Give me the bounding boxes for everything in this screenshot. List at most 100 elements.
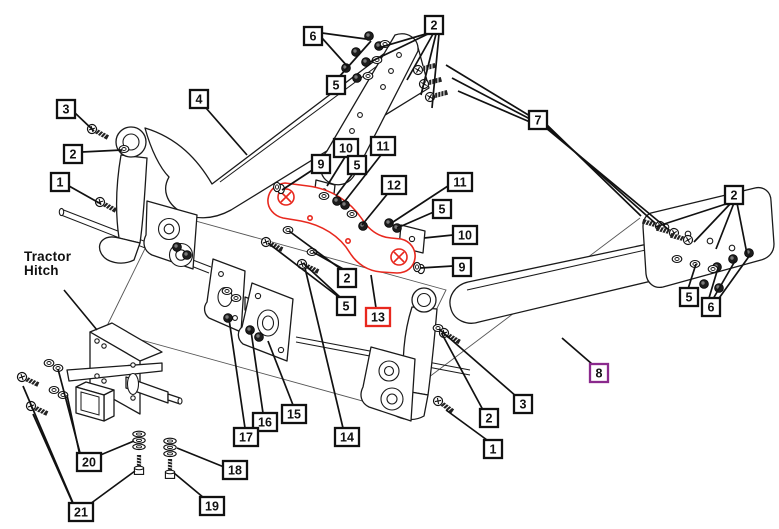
- part-label-number: 2: [486, 412, 493, 426]
- leader-line: [66, 394, 81, 457]
- leader-line: [97, 440, 135, 457]
- part-label-number: 19: [205, 500, 219, 514]
- leader-line: [302, 262, 342, 299]
- part-label-2-18: 2: [336, 267, 358, 289]
- nut-fastener: [254, 332, 264, 342]
- leader-line: [377, 32, 430, 49]
- washer-stack: [163, 437, 177, 458]
- part-label-18-32: 18: [221, 459, 249, 481]
- leader-line: [361, 191, 390, 226]
- plate-hole: [357, 112, 363, 118]
- leader-line: [431, 33, 440, 109]
- part-label-5-11: 5: [346, 154, 368, 176]
- leader-line: [457, 90, 531, 123]
- rod-end-cap: [58, 207, 65, 217]
- part-label-10-16: 10: [451, 224, 479, 246]
- plate-hole: [130, 362, 136, 368]
- leader-line: [304, 267, 344, 429]
- leader-line: [321, 37, 349, 68]
- pivot-bore: [416, 292, 432, 308]
- leader-line: [687, 263, 697, 290]
- bushing-fastener: [273, 181, 285, 195]
- vertical-bolt-fastener: [133, 455, 145, 475]
- leader-line: [445, 409, 488, 441]
- boss-cross-right: [393, 251, 405, 263]
- leader-line: [693, 202, 732, 243]
- bolt-fastener: [438, 327, 461, 345]
- part-label-number: 2: [731, 189, 738, 203]
- part-label-number: 3: [63, 103, 70, 117]
- plate-hole: [94, 338, 100, 344]
- plate-hole: [380, 84, 386, 90]
- bracket-hole: [344, 238, 351, 245]
- part-label-number: 16: [258, 416, 272, 430]
- leader-line: [396, 210, 437, 229]
- part-label-number: 2: [70, 148, 77, 162]
- leader-line: [441, 333, 484, 411]
- leader-line: [173, 472, 205, 499]
- washer-stack: [132, 430, 146, 451]
- plate-hole: [728, 244, 736, 252]
- part-label-3-24: 3: [512, 393, 534, 415]
- part-label-number: 6: [708, 301, 715, 315]
- part-label-16-28: 16: [251, 411, 279, 433]
- leader-line: [73, 111, 95, 132]
- leader-line: [370, 274, 377, 309]
- right-mount-plate: [642, 186, 775, 289]
- note-line-1: Tractor: [24, 249, 72, 264]
- bolt-fastener: [424, 90, 449, 103]
- leader-line: [338, 40, 372, 78]
- part-label-number: 10: [339, 142, 353, 156]
- leader-line: [445, 64, 531, 117]
- leader-line: [68, 185, 102, 205]
- leader-line: [369, 32, 431, 63]
- part-label-number: 9: [459, 261, 466, 275]
- leader-line: [654, 202, 730, 228]
- plate-hole: [349, 128, 355, 134]
- nut-fastener: [172, 242, 182, 252]
- leader-line: [344, 154, 382, 202]
- bolt-fastener: [16, 371, 40, 387]
- part-label-2-14: 2: [723, 184, 745, 206]
- tractor-hitch-frame: [66, 322, 183, 422]
- washer-fastener: [48, 385, 60, 395]
- part-label-number: 6: [310, 30, 317, 44]
- plate-hole: [396, 52, 402, 58]
- part-label-11-9: 11: [369, 135, 397, 157]
- part-label-number: 5: [354, 159, 361, 173]
- part-label-17-29: 17: [232, 426, 260, 448]
- part-label-3-4: 3: [55, 98, 77, 120]
- part-label-number: 14: [340, 431, 354, 445]
- flange-bore-inner: [163, 223, 175, 235]
- part-label-number: 5: [439, 203, 446, 217]
- bolt-fastener: [94, 196, 118, 213]
- part-label-14-30: 14: [333, 426, 361, 448]
- leader-line: [321, 32, 367, 40]
- nut-fastener: [728, 254, 738, 264]
- flange-a-hole: [218, 271, 224, 277]
- lift-arm: [144, 39, 430, 219]
- part-label-number: 9: [318, 158, 325, 172]
- flange-b-hole: [254, 292, 262, 300]
- receiver-side: [103, 389, 115, 422]
- leader-line: [205, 107, 248, 156]
- flange-b-bore-inner: [261, 315, 275, 331]
- part-label-number: 20: [82, 456, 96, 470]
- vertical-bolt-fastener: [164, 459, 176, 479]
- part-label-4-3: 4: [188, 88, 210, 110]
- bracket-hole: [306, 215, 313, 222]
- washer-fastener: [671, 254, 683, 264]
- bushing-fastener: [413, 261, 425, 275]
- part-label-2-6: 2: [62, 143, 84, 165]
- tractor-hitch-note: Tractor Hitch: [24, 250, 71, 278]
- washer-fastener: [221, 286, 233, 296]
- part-label-number: 7: [535, 114, 542, 128]
- bracket-strap: [115, 154, 148, 244]
- nut-fastener: [182, 250, 192, 260]
- part-label-number: 11: [453, 176, 466, 190]
- leader-line: [423, 234, 454, 239]
- leader-line: [561, 337, 593, 365]
- washer-fastener: [346, 209, 358, 219]
- leader-line: [451, 77, 531, 120]
